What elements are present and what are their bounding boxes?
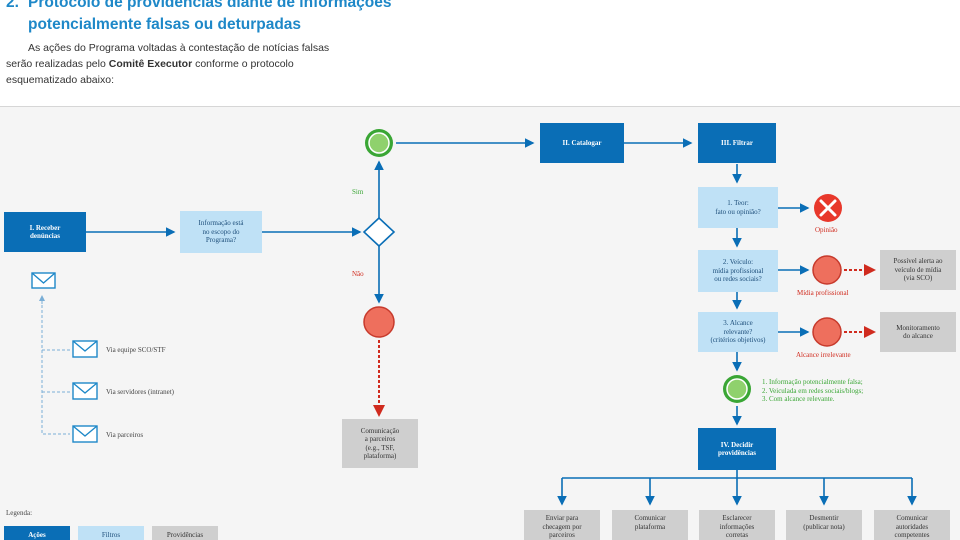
stop-reach-icon xyxy=(812,317,842,347)
intro-paragraph: As ações do Programa voltadas à contesta… xyxy=(6,40,356,88)
channel-partners-label: Via parceiros xyxy=(106,431,144,439)
envelope-icon-intranet xyxy=(72,382,98,400)
provision-authorities-box: Comunicar autoridades competentes xyxy=(874,510,950,540)
diagram-panel xyxy=(0,107,960,540)
intro-text-2: conforme o protocolo esquematizado abaix… xyxy=(6,58,294,86)
criteria-list: 1. Informação potencialmente falsa; 2. V… xyxy=(762,378,864,403)
yes-label: Sim xyxy=(352,188,364,196)
partner-communication-box: Comunicação a parceiros (e.g., TSF, plat… xyxy=(342,419,418,468)
legend-filters: Filtros xyxy=(78,526,144,540)
reject-x-icon xyxy=(814,194,842,222)
opinion-label: Opinião xyxy=(815,226,838,234)
vehicle-filter-box: 2. Veículo: mídia profissional ou redes … xyxy=(698,250,778,292)
decide-box: IV. Decidir providências xyxy=(698,428,776,470)
stop-out-of-scope-icon xyxy=(363,306,395,338)
scope-question-box: Informação está no escopo do Programa? xyxy=(180,211,262,253)
envelope-icon-sco xyxy=(72,340,98,358)
section-title-line1: Protocolo de providências diante de info… xyxy=(28,0,392,11)
provision-checking-box: Enviar para checagem por parceiros xyxy=(524,510,600,540)
monitoring-box: Monitoramento do alcance xyxy=(880,312,956,352)
provision-platform-box: Comunicar plataforma xyxy=(612,510,688,540)
section-title-line2: potencialmente falsas ou deturpadas xyxy=(28,16,302,33)
criteria-ok-icon xyxy=(723,375,751,403)
irrelevant-reach-label: Alcance irrelevante xyxy=(796,351,851,359)
legend-actions: Ações xyxy=(4,526,70,540)
divider xyxy=(0,106,960,107)
channel-intranet-label: Via servidores (intranet) xyxy=(106,388,174,396)
content-filter-box: 1. Teor: fato ou opinião? xyxy=(698,187,778,228)
provision-deny-box: Desmentir (publicar nota) xyxy=(786,510,862,540)
filter-box: III. Filtrar xyxy=(698,123,776,163)
professional-media-label: Mídia profissional xyxy=(797,289,849,297)
section-number: 2. xyxy=(6,0,19,11)
document-header: 2. Protocolo de providências diante de in… xyxy=(0,0,960,106)
intro-text-1: As ações do Programa voltadas à contesta… xyxy=(6,42,330,70)
start-ok-icon xyxy=(365,129,393,157)
main-envelope-icon xyxy=(31,272,56,289)
stop-media-icon xyxy=(812,255,842,285)
channel-sco-label: Via equipe SCO/STF xyxy=(106,346,166,354)
reach-filter-box: 3. Alcance relevante? (critérios objetiv… xyxy=(698,312,778,352)
scope-decision-diamond xyxy=(362,216,396,248)
legend-title: Legenda: xyxy=(6,509,33,517)
catalog-box: II. Catalogar xyxy=(540,123,624,163)
section-heading: 2. Protocolo de providências diante de in… xyxy=(6,0,391,36)
provision-clarify-box: Esclarecer informações corretas xyxy=(699,510,775,540)
receive-reports-box: I. Receber denúncias xyxy=(4,212,86,252)
legend-provisions: Providências xyxy=(152,526,218,540)
no-label: Não xyxy=(352,270,364,278)
channel-line-main xyxy=(41,300,70,435)
intro-bold: Comitê Executor xyxy=(108,58,193,70)
envelope-icon-partners xyxy=(72,425,98,443)
media-alert-box: Possível alerta ao veículo de mídia (via… xyxy=(880,250,956,290)
